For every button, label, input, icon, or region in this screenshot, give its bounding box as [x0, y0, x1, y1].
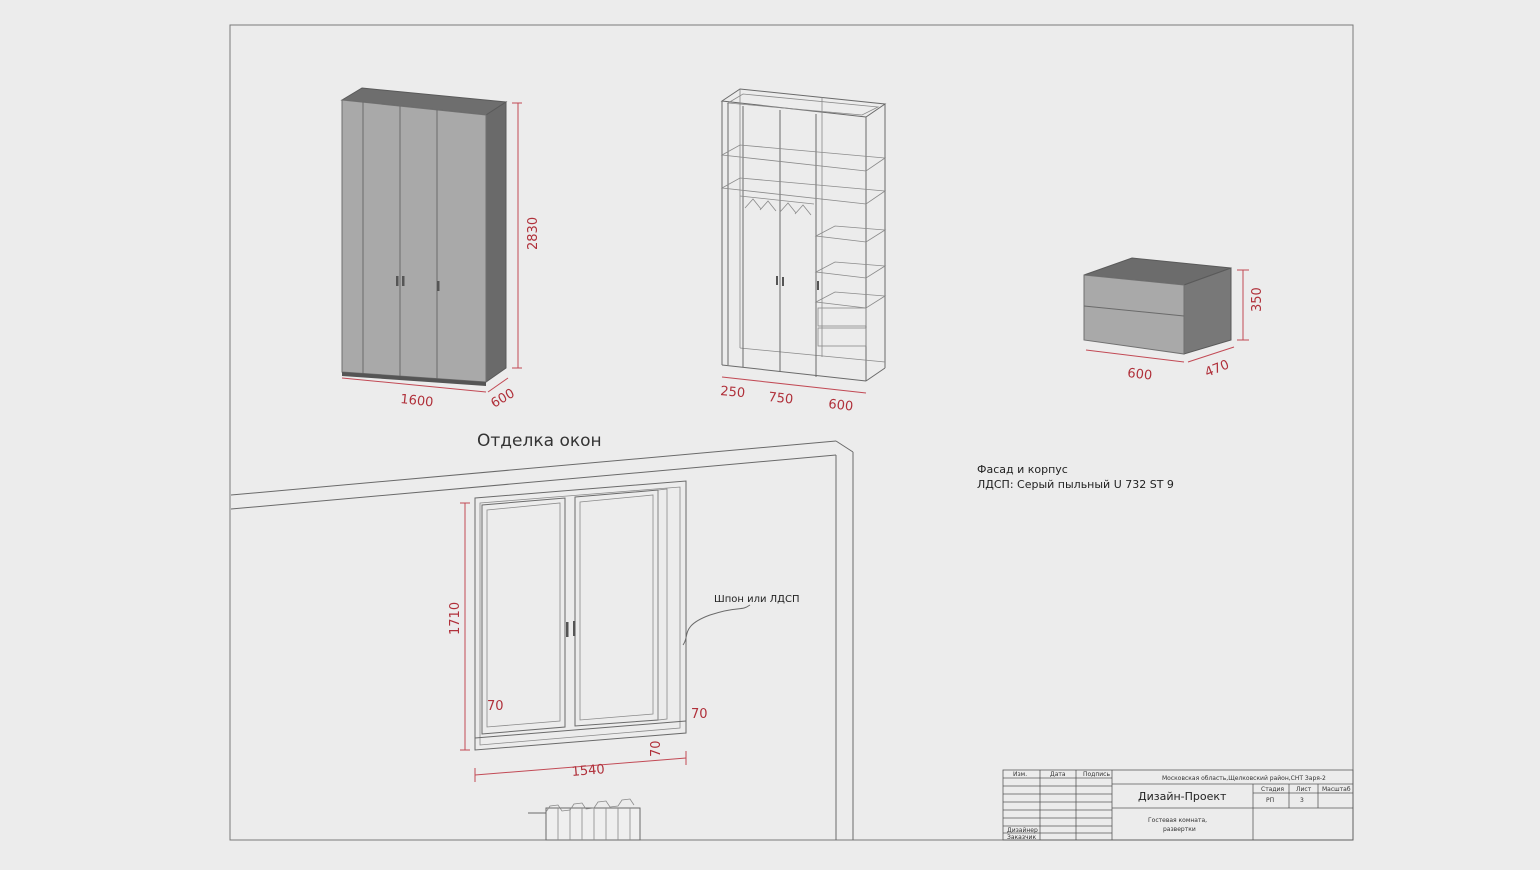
dim-open-left: 250	[720, 384, 746, 401]
tb-col-scale: Масштаб	[1322, 786, 1351, 793]
sheet-frame	[229, 24, 1354, 841]
radiator	[528, 798, 641, 841]
tb-col-data: Дата	[1050, 771, 1066, 778]
tb-col-podpis: Подпись	[1083, 771, 1110, 778]
dim-window-left: 70	[487, 699, 504, 714]
nightstand: 350 600 470	[1083, 257, 1265, 384]
dim-open-right: 600	[828, 397, 854, 415]
dim-window-width: 1540	[571, 762, 605, 780]
dim-window-height: 1710	[448, 602, 463, 635]
tb-stage-value: РП	[1266, 797, 1274, 804]
dim-nightstand-width: 600	[1127, 366, 1153, 384]
tb-role-client: Заказчик	[1007, 834, 1036, 841]
window-elevation: Шпон или ЛДСП 1710 1540 70 70 70	[230, 440, 854, 841]
dim-nightstand-height: 350	[1250, 287, 1265, 312]
tb-sheet-title-1: Гостевая комната,	[1148, 817, 1207, 824]
tb-col-stage: Стадия	[1261, 786, 1284, 793]
material-note-line2: ЛДСП: Серый пыльный U 732 ST 9	[977, 478, 1174, 491]
tb-project: Дизайн-Проект	[1138, 790, 1227, 803]
wardrobe-closed: 2830 1600 600	[340, 87, 541, 411]
title-block	[1002, 769, 1354, 841]
tb-col-sheet: Лист	[1296, 786, 1312, 793]
dim-window-bottom: 70	[649, 740, 664, 757]
material-note-line1: Фасад и корпус	[977, 463, 1068, 476]
tb-role-designer: Дизайнер	[1007, 827, 1038, 834]
tb-sheet-title-2: развертки	[1163, 826, 1196, 833]
dim-window-right: 70	[691, 707, 708, 722]
dim-wardrobe-depth: 600	[489, 386, 518, 411]
section-title: Отделка окон	[477, 431, 602, 451]
tb-col-izm: Изм.	[1013, 771, 1027, 778]
dim-wardrobe-height: 2830	[526, 217, 541, 250]
wardrobe-open: 250 750 600	[720, 88, 887, 415]
window-callout: Шпон или ЛДСП	[714, 594, 799, 605]
dim-open-mid: 750	[768, 390, 794, 408]
tb-sheet-value: 3	[1300, 797, 1304, 804]
dim-nightstand-depth: 470	[1203, 358, 1232, 381]
tb-address: Московская область,Щелковский район,СНТ …	[1162, 775, 1326, 782]
dim-wardrobe-width: 1600	[400, 392, 434, 410]
